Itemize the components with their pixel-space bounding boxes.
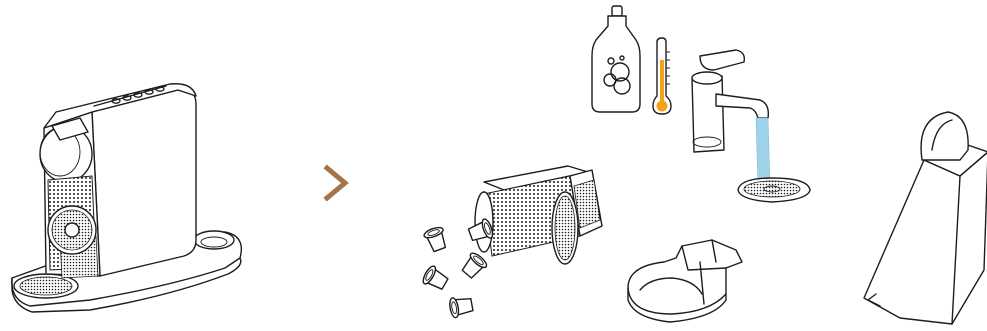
- dish-soap-bottle-icon: [592, 6, 640, 112]
- drip-grid-icon: [738, 178, 810, 202]
- water-stream-icon: [756, 118, 770, 186]
- used-capsule-icon: [421, 218, 495, 318]
- drip-tray-icon: [628, 240, 742, 322]
- next-step-chevron-icon: [327, 168, 345, 198]
- capsule-container-icon: [475, 166, 602, 264]
- thermometer-icon: [653, 38, 671, 114]
- coffee-machine-icon: [12, 84, 242, 312]
- water-tank-icon: [864, 112, 987, 324]
